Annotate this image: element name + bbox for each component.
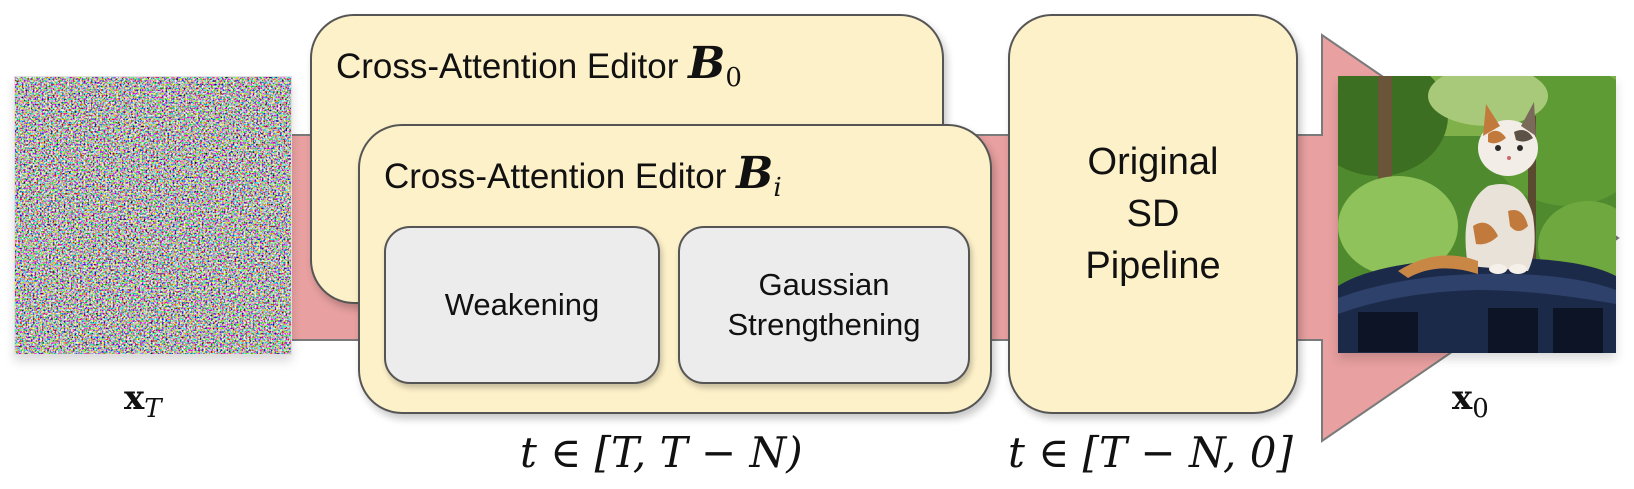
output-var-subscript: 0 (1472, 394, 1489, 424)
editor-b0-subscript: 0 (725, 63, 742, 93)
editor-b0-symbol: B (688, 38, 726, 89)
gaussian-strengthening-module: Gaussian Strengthening (678, 226, 970, 384)
editor-bi-subscript: i (773, 173, 782, 203)
editor-bi-title: Cross-Attention Editor Bi (384, 148, 782, 203)
weakening-label: Weakening (444, 287, 600, 322)
editor-bi-title-text: Cross-Attention Editor (384, 157, 727, 196)
sd-timestep-range: t ∈ [T − N, 0] (1008, 428, 1293, 477)
output-var: x (1452, 378, 1473, 418)
cat-on-car-picture (1338, 76, 1616, 353)
editor-bi-symbol: B (736, 148, 774, 199)
editor-timestep-range: t ∈ [T, T − N) (520, 428, 803, 477)
gaussian-strengthening-label: Gaussian Strengthening (727, 267, 921, 342)
noise-image (14, 76, 292, 355)
output-variable-label: x0 (1452, 378, 1489, 424)
weakening-module: Weakening (384, 226, 660, 384)
editor-b0-title: Cross-Attention Editor B0 (336, 38, 742, 93)
input-var: x (124, 378, 145, 418)
noise-pattern (15, 77, 291, 354)
sd-pipeline-label: Original SD Pipeline (1085, 141, 1221, 287)
editor-b0-title-text: Cross-Attention Editor (336, 47, 679, 86)
input-var-subscript: T (144, 394, 162, 424)
output-image (1338, 76, 1616, 353)
sd-pipeline-box (1008, 14, 1298, 414)
input-variable-label: xT (124, 378, 162, 424)
